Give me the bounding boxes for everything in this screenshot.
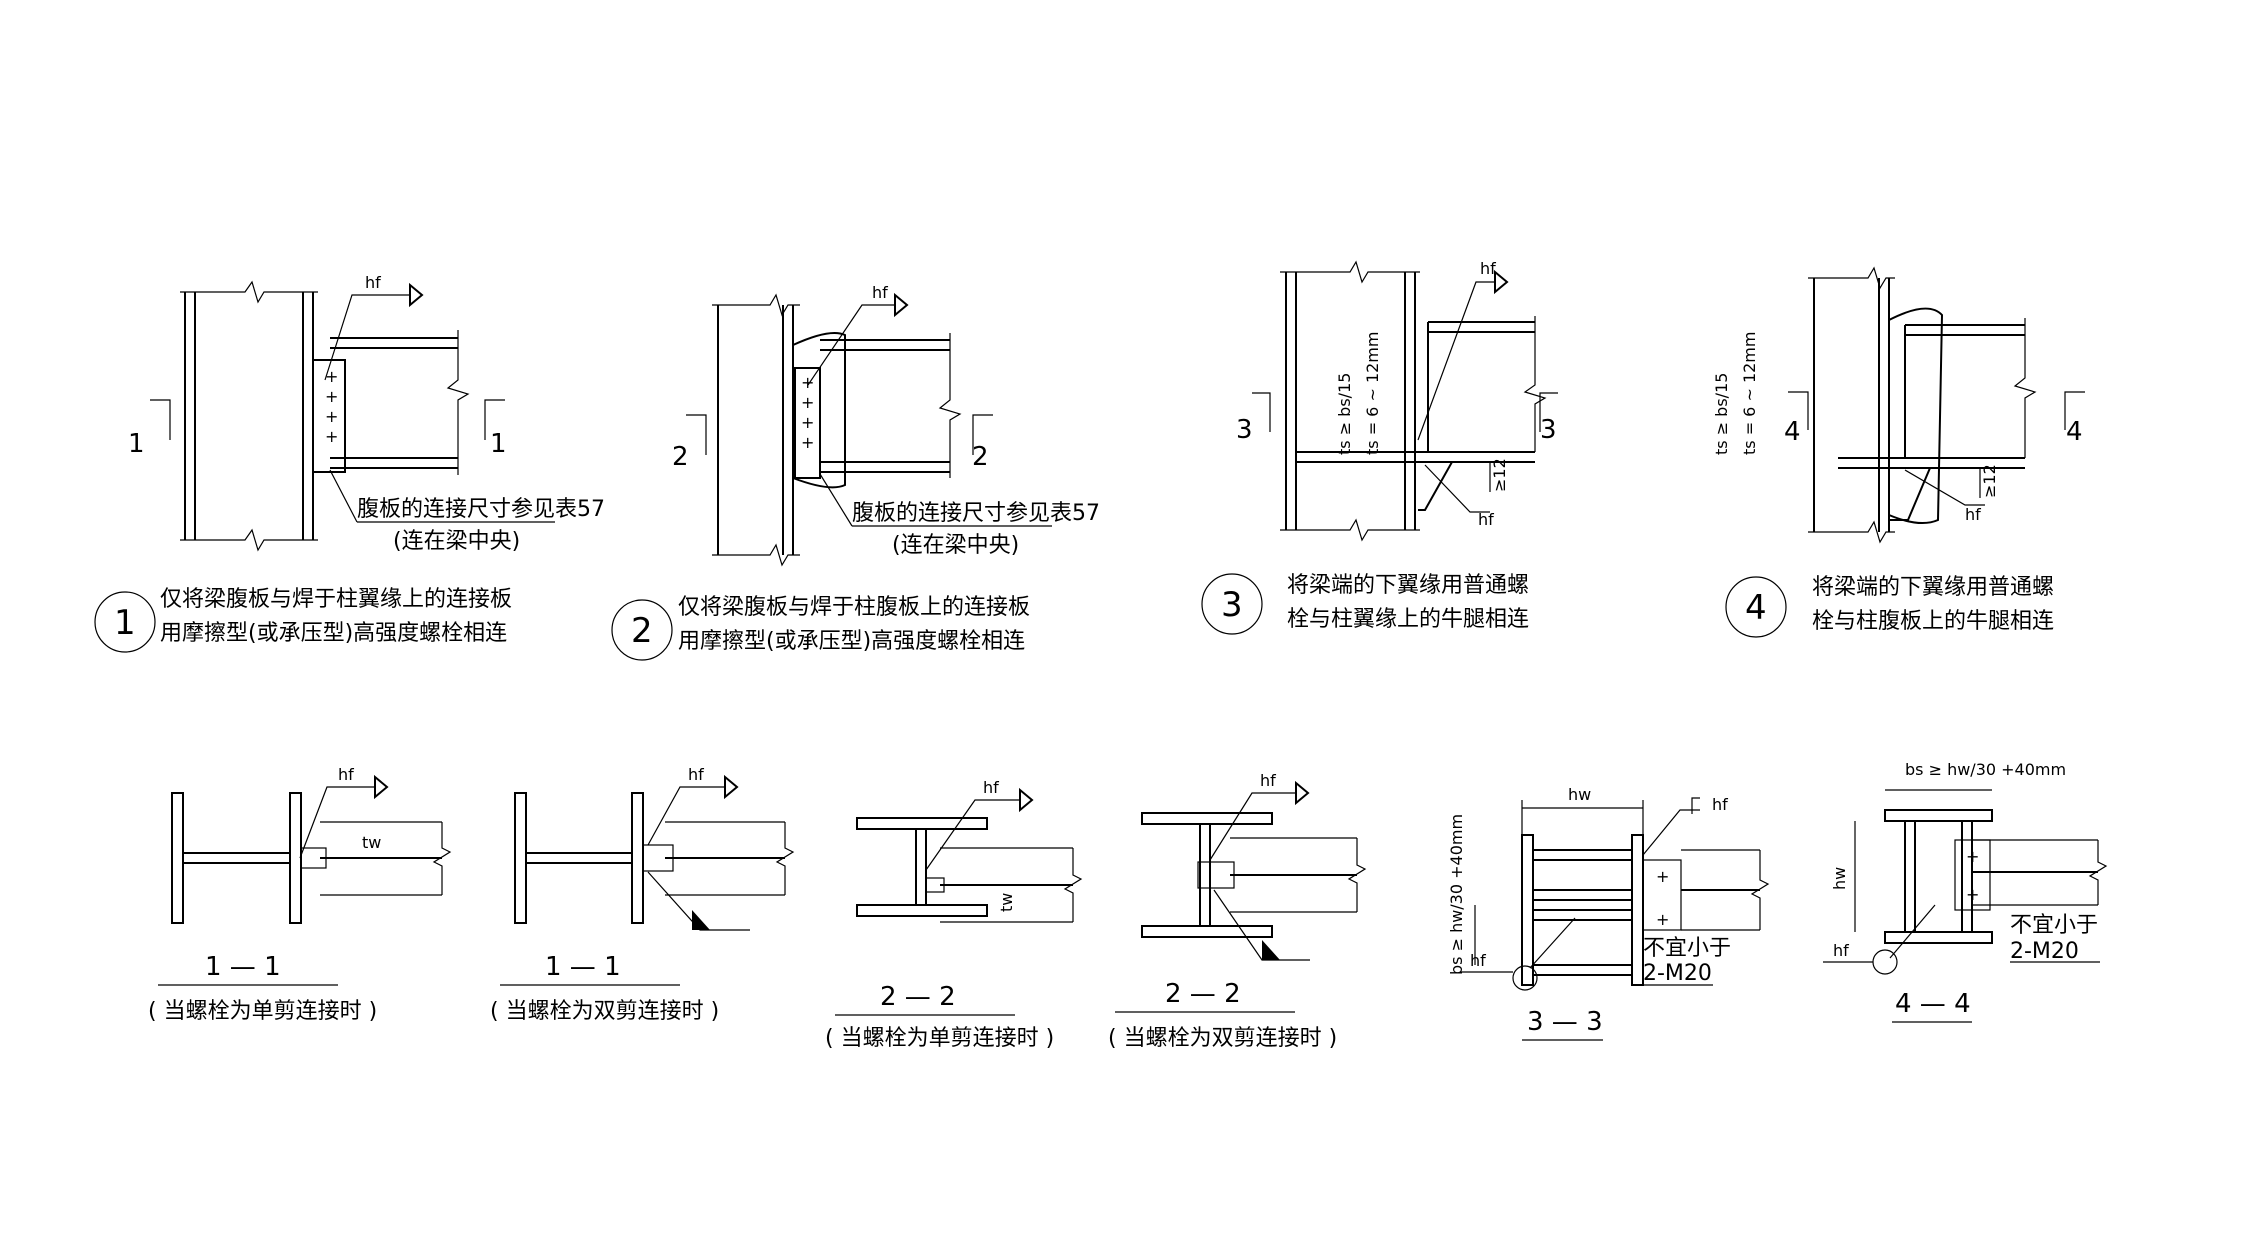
section-3-3-note-1: 不宜小于 <box>1643 936 1731 961</box>
section-1-1-double-caption: ( 当螺栓为双剪连接时 ) <box>490 999 719 1024</box>
svg-text:+: + <box>801 413 814 432</box>
svg-text:+: + <box>325 407 338 426</box>
section-1-1-double-title: 1 — 1 <box>545 952 621 982</box>
section-2-2-double-title: 2 — 2 <box>1165 979 1241 1009</box>
section-1-1-single-tw: tw <box>362 833 381 852</box>
svg-text:+: + <box>325 387 338 406</box>
detail-2-section-right: 2 <box>972 442 989 472</box>
svg-text:+: + <box>801 433 814 452</box>
section-3-3-weld-2: hf <box>1470 951 1486 970</box>
detail-1-number: 1 <box>114 603 136 643</box>
svg-text:+: + <box>801 393 814 412</box>
section-3-3-title: 3 — 3 <box>1527 1007 1603 1037</box>
svg-text:+: + <box>1966 885 1979 904</box>
section-2-2-single-title: 2 — 2 <box>880 982 956 1012</box>
svg-text:+: + <box>325 367 338 386</box>
detail-3-number: 3 <box>1221 585 1243 625</box>
detail-4-caption-1: 将梁端的下翼缘用普通螺 <box>1812 575 2054 600</box>
section-3-3-note-2: 2-M20 <box>1643 961 1712 986</box>
section-2-2-single-tw: tw <box>997 893 1016 912</box>
detail-1-note-1: 腹板的连接尺寸参见表57 <box>357 497 605 522</box>
detail-2-caption-2: 用摩擦型(或承压型)高强度螺栓相连 <box>678 629 1025 654</box>
section-3-3-weld: hf <box>1712 795 1728 814</box>
section-3-3-bs: bs ≥ hw/30 +40mm <box>1447 814 1466 975</box>
section-2-2-single: hf tw 2 — 2 ( 当螺栓为单剪连接时 ) <box>825 778 1083 1051</box>
detail-3-weld-label-2: hf <box>1478 510 1494 529</box>
detail-2-note-1: 腹板的连接尺寸参见表57 <box>852 501 1100 526</box>
section-4-4-hw: hw <box>1830 867 1849 890</box>
detail-4-caption-2: 栓与柱腹板上的牛腿相连 <box>1812 609 2054 634</box>
detail-1-note-2: (连在梁中央) <box>393 529 520 554</box>
detail-1: ++ ++ hf 1 1 腹板的连接尺寸参见表57 (连在梁中央) 1 仅将梁腹… <box>94 273 605 653</box>
section-1-1-double: hf 1 — 1 ( 当螺栓为双剪连接时 ) <box>490 765 795 1024</box>
detail-3-section-left: 3 <box>1236 415 1253 445</box>
detail-3-dim-1: ts ≥ bs/15 <box>1335 373 1354 455</box>
detail-4-dim-3: ≥12 <box>1980 464 1999 498</box>
section-2-2-double-caption: ( 当螺栓为双剪连接时 ) <box>1108 1026 1337 1051</box>
section-4-4: + + hf bs ≥ hw/30 +40mm hw 不宜小于 2-M20 4 —… <box>1823 760 2108 1023</box>
detail-4-section-left: 4 <box>1784 417 1801 447</box>
detail-1-caption-1: 仅将梁腹板与焊于柱翼缘上的连接板 <box>160 587 512 612</box>
detail-2-section-left: 2 <box>672 442 689 472</box>
detail-3-dim-3: ≥12 <box>1490 458 1509 492</box>
section-1-1-single-weld: hf <box>338 765 354 784</box>
section-4-4-title: 4 — 4 <box>1895 989 1971 1019</box>
detail-3-dim-2: ts = 6 ~ 12mm <box>1363 332 1382 455</box>
svg-text:+: + <box>325 427 338 446</box>
section-1-1-single-title: 1 — 1 <box>205 952 281 982</box>
detail-4-weld-label: hf <box>1965 505 1981 524</box>
section-4-4-note-2: 2-M20 <box>2010 939 2079 964</box>
detail-1-section-right: 1 <box>490 429 507 459</box>
section-2-2-double-weld: hf <box>1260 771 1276 790</box>
detail-3-caption-1: 将梁端的下翼缘用普通螺 <box>1287 573 1529 598</box>
detail-2-number: 2 <box>631 611 653 651</box>
detail-3: hf hf ts ≥ bs/15 ts = 6 ~ 12mm ≥12 3 3 3… <box>1201 259 1558 635</box>
detail-4-dim-2: ts = 6 ~ 12mm <box>1740 332 1759 455</box>
detail-3-section-right: 3 <box>1540 415 1557 445</box>
detail-4: hf ts ≥ bs/15 ts = 6 ~ 12mm ≥12 4 4 4 将梁… <box>1712 266 2085 638</box>
section-1-1-single: hf tw 1 — 1 ( 当螺栓为单剪连接时 ) <box>148 765 452 1024</box>
section-4-4-note-1: 不宜小于 <box>2010 913 2098 938</box>
detail-4-number: 4 <box>1745 588 1767 628</box>
detail-1-weld-label: hf <box>365 273 381 292</box>
detail-3-caption-2: 栓与柱翼缘上的牛腿相连 <box>1287 607 1529 632</box>
detail-2: ++ ++ hf 2 2 腹板的连接尺寸参见表57 (连在梁中央) 2 仅将梁腹… <box>611 283 1100 661</box>
section-1-1-double-weld: hf <box>688 765 704 784</box>
detail-1-section-left: 1 <box>128 429 145 459</box>
svg-text:+: + <box>801 373 814 392</box>
section-2-2-single-caption: ( 当螺栓为单剪连接时 ) <box>825 1026 1054 1051</box>
section-4-4-weld: hf <box>1833 941 1849 960</box>
section-3-3-hw: hw <box>1568 785 1591 804</box>
svg-text:+: + <box>1656 910 1669 929</box>
detail-3-weld-label: hf <box>1480 259 1496 278</box>
detail-2-note-2: (连在梁中央) <box>892 533 1019 558</box>
svg-text:+: + <box>1656 867 1669 886</box>
detail-4-section-right: 4 <box>2066 417 2083 447</box>
detail-1-caption-2: 用摩擦型(或承压型)高强度螺栓相连 <box>160 621 507 646</box>
section-2-2-single-weld: hf <box>983 778 999 797</box>
section-1-1-single-caption: ( 当螺栓为单剪连接时 ) <box>148 999 377 1024</box>
detail-4-dim-1: ts ≥ bs/15 <box>1712 373 1731 455</box>
svg-text:+: + <box>1966 847 1979 866</box>
section-2-2-double: hf 2 — 2 ( 当螺栓为双剪连接时 ) <box>1108 771 1367 1051</box>
detail-2-caption-1: 仅将梁腹板与焊于柱腹板上的连接板 <box>678 595 1030 620</box>
detail-2-weld-label: hf <box>872 283 888 302</box>
section-4-4-bs: bs ≥ hw/30 +40mm <box>1905 760 2066 779</box>
section-3-3: ++ hf hf hw bs ≥ hw/30 +40mm 不宜小于 2-M20 … <box>1447 785 1770 1041</box>
